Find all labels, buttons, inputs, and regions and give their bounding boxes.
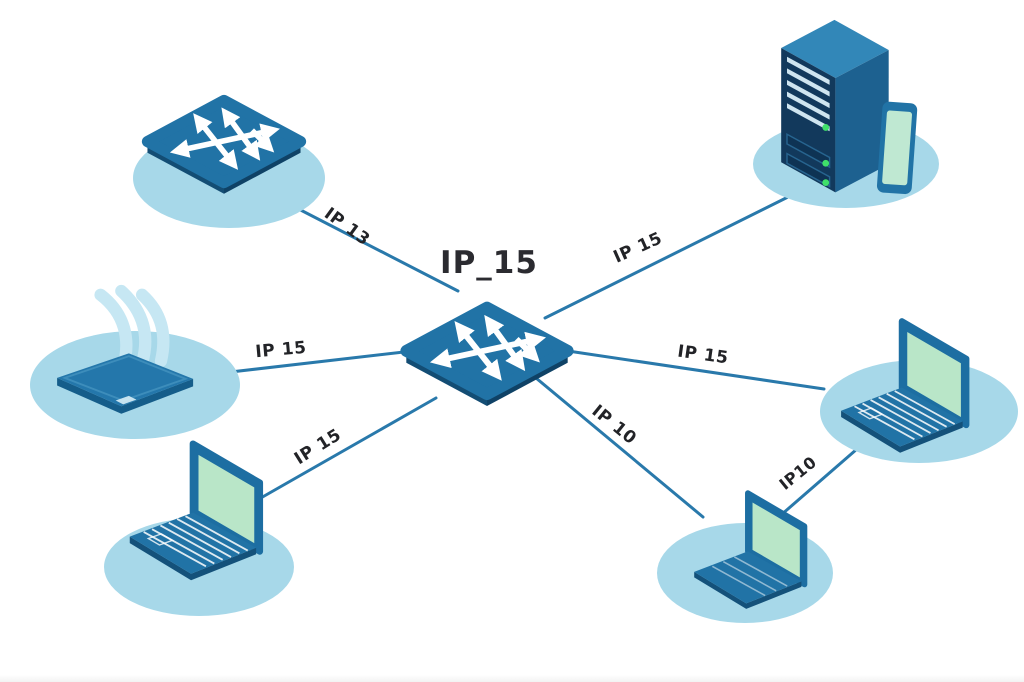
tablet-icon (876, 101, 918, 195)
link-right-bottomright (779, 447, 859, 517)
central-switch-label: IP_15 (440, 245, 538, 281)
switch-top-left-icon (141, 94, 307, 194)
link-wifi-center (220, 347, 432, 375)
bottom-noise-band (0, 675, 1024, 682)
central-switch-icon (400, 301, 574, 406)
link-center-right (566, 349, 826, 391)
laptop-bottom-right-icon (694, 490, 808, 609)
link-topleft-center (285, 201, 460, 293)
link-center-server (543, 194, 792, 320)
link-center-bottomright (528, 371, 705, 519)
laptop-right-icon (841, 318, 970, 453)
server-icon (781, 19, 918, 195)
laptop-bottom-left-icon (129, 440, 264, 581)
link-bottomleft-center (257, 396, 438, 501)
wifi-device-icon (57, 284, 194, 414)
